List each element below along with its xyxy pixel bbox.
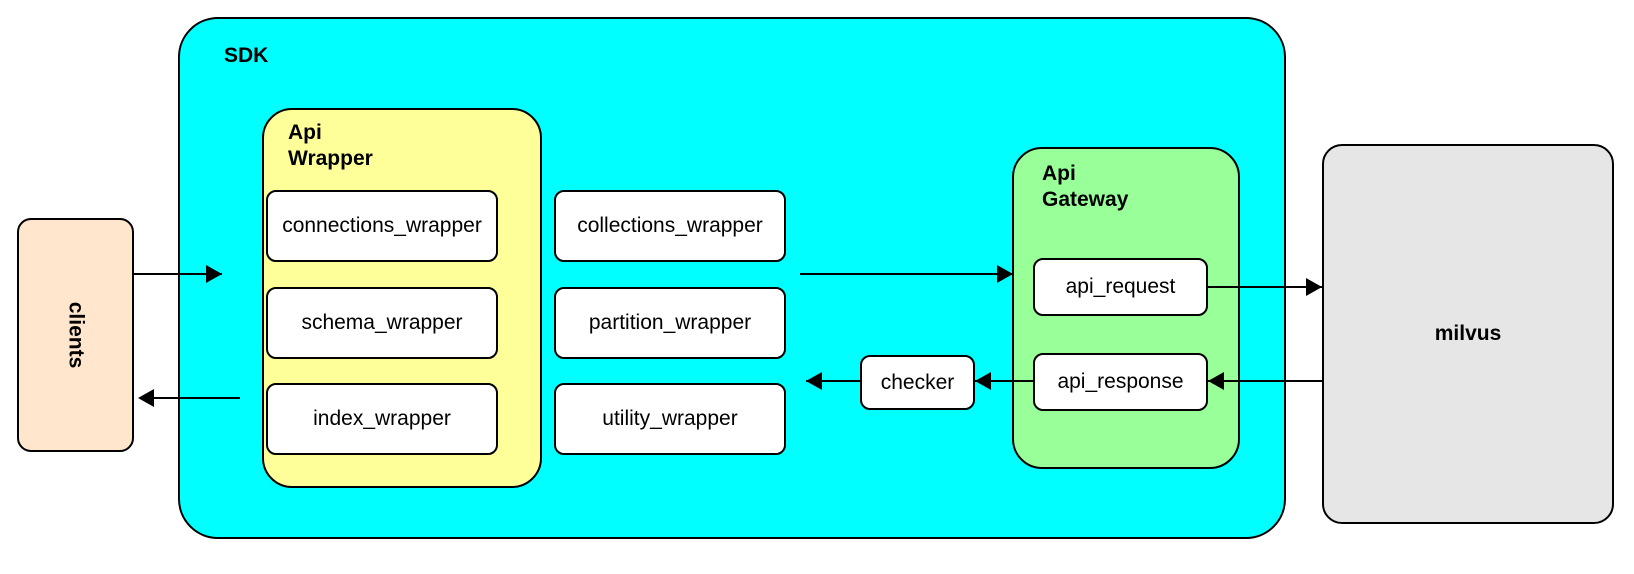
node-checker[interactable]: checker <box>860 355 975 410</box>
edge-clients-to-api-wrapper <box>134 273 222 275</box>
node-connections-wrapper[interactable]: connections_wrapper <box>266 190 498 262</box>
edge-checker-to-api-wrapper <box>806 380 860 382</box>
node-index-wrapper[interactable]: index_wrapper <box>266 383 498 455</box>
node-api-request-label: api_request <box>1065 275 1176 298</box>
node-utility-wrapper[interactable]: utility_wrapper <box>554 383 786 455</box>
container-api-wrapper-label: Api Wrapper <box>288 121 373 170</box>
node-checker-label: checker <box>880 370 955 394</box>
edge-api-wrapper-to-api-request <box>800 273 1012 275</box>
node-api-response-label: api_response <box>1057 370 1184 393</box>
container-api-gateway-label: Api Gateway <box>1042 162 1129 211</box>
arrowhead-api-response-to-checker <box>975 372 991 390</box>
arrowhead-clients-to-api-wrapper <box>206 265 222 283</box>
node-schema-wrapper-label: schema_wrapper <box>301 311 463 334</box>
node-connections-wrapper-label: connections_wrapper <box>282 214 482 237</box>
node-index-wrapper-label: index_wrapper <box>313 407 451 430</box>
container-sdk-label: SDK <box>224 44 269 67</box>
node-utility-wrapper-label: utility_wrapper <box>602 407 738 430</box>
arrowhead-api-wrapper-to-api-request <box>997 265 1013 283</box>
edge-milvus-to-api-response <box>1208 380 1323 382</box>
edge-sdk-to-clients <box>150 397 240 399</box>
edge-api-response-to-checker <box>975 380 1033 382</box>
node-milvus[interactable]: milvus <box>1322 144 1614 524</box>
node-clients-label: clients <box>64 301 88 369</box>
arrowhead-api-request-to-milvus <box>1306 278 1322 296</box>
node-partition-wrapper-label: partition_wrapper <box>588 311 752 334</box>
node-collections-wrapper[interactable]: collections_wrapper <box>554 190 786 262</box>
node-collections-wrapper-label: collections_wrapper <box>577 214 763 237</box>
node-api-request[interactable]: api_request <box>1033 258 1208 316</box>
arrowhead-checker-to-api-wrapper <box>806 372 822 390</box>
arrowhead-sdk-to-clients <box>138 389 154 407</box>
node-partition-wrapper[interactable]: partition_wrapper <box>554 287 786 359</box>
edge-api-request-to-milvus <box>1208 286 1323 288</box>
arrowhead-milvus-to-api-response <box>1208 372 1224 390</box>
node-schema-wrapper[interactable]: schema_wrapper <box>266 287 498 359</box>
node-clients[interactable]: clients <box>17 218 134 452</box>
node-api-response[interactable]: api_response <box>1033 353 1208 411</box>
node-milvus-label: milvus <box>1434 322 1502 345</box>
